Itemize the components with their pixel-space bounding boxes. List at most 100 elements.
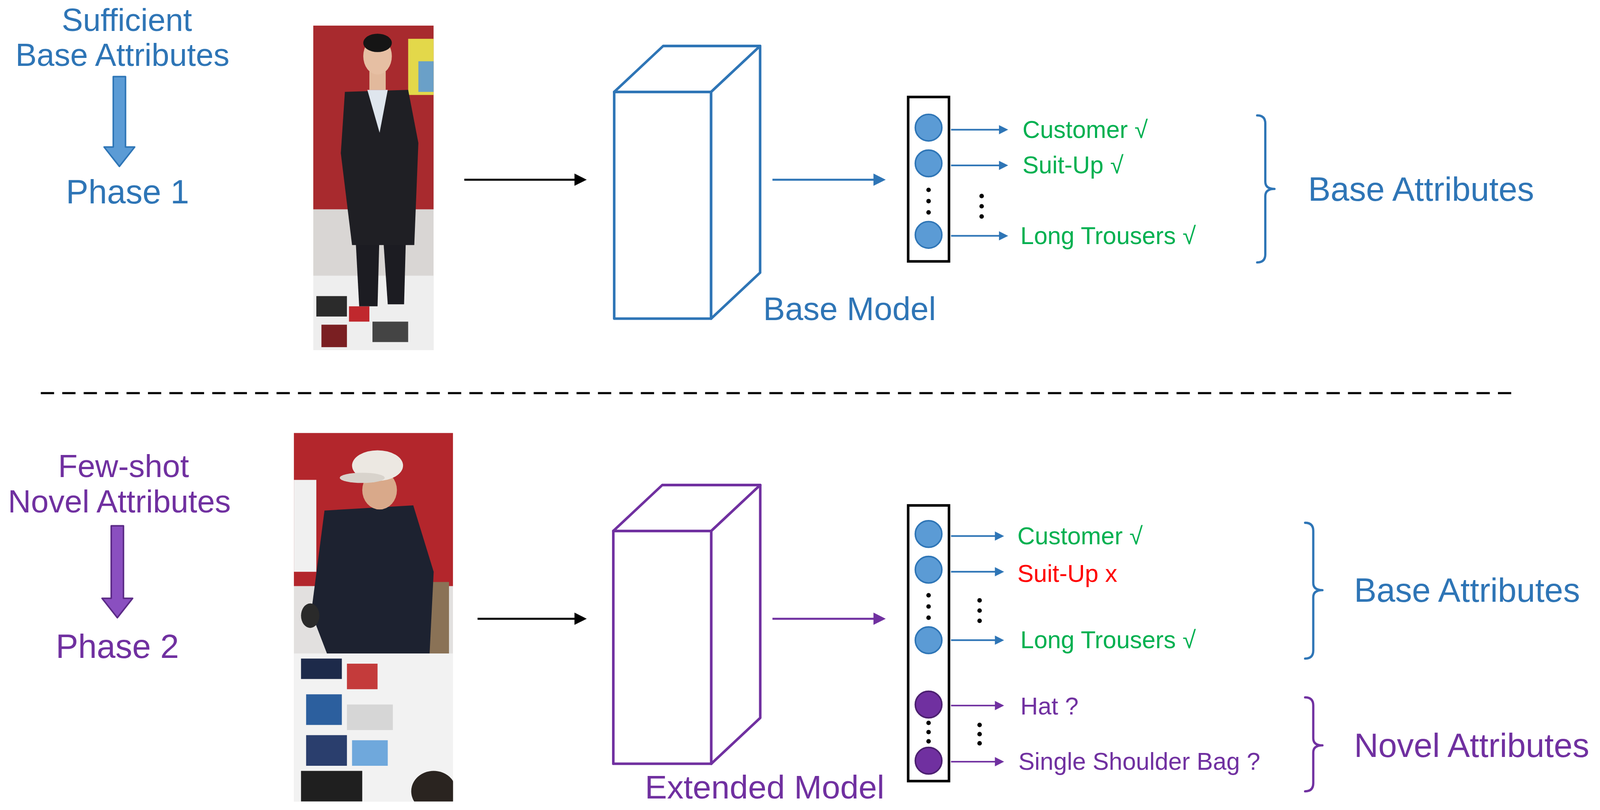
pedestrian-photo xyxy=(293,432,453,802)
attribute-label: Long Trousers √ xyxy=(1020,221,1196,250)
photo-item xyxy=(349,306,370,322)
ellipsis-dot xyxy=(979,203,984,209)
pedestrian-photo xyxy=(313,25,434,350)
model-side-face xyxy=(711,45,761,319)
ellipsis-dot xyxy=(977,597,982,603)
group-label: Base Attributes xyxy=(1308,169,1535,209)
photo-panel xyxy=(293,479,317,572)
output-arrow-head xyxy=(995,566,1005,577)
ellipsis-dot xyxy=(979,193,984,198)
ellipsis-dot xyxy=(926,615,931,620)
flow-arrow-shaft xyxy=(477,617,576,620)
phase-arrow xyxy=(104,76,135,167)
photo-item xyxy=(306,734,347,766)
output-arrow-shaft xyxy=(950,535,996,537)
phase-label: Phase 1 xyxy=(65,172,190,211)
photo-cap-brim xyxy=(339,472,385,483)
output-arrow-shaft xyxy=(950,235,1000,237)
model-outline xyxy=(613,484,887,805)
photo-ground xyxy=(313,25,434,350)
ellipsis-dot xyxy=(977,731,982,736)
group-bracket xyxy=(1305,522,1323,658)
output-vector xyxy=(908,505,949,781)
phase-heading: Few-shot Novel Attributes xyxy=(6,448,233,519)
ellipsis-dot xyxy=(926,187,931,192)
attribute-label: Hat ? xyxy=(1020,691,1079,720)
ellipsis-dot xyxy=(979,213,984,219)
group-bracket xyxy=(1305,696,1323,791)
output-arrow-shaft xyxy=(950,638,996,641)
output-unit xyxy=(915,746,942,774)
ellipsis-dot xyxy=(926,198,931,204)
output-arrow-head xyxy=(999,160,1009,171)
output-arrow-shaft xyxy=(950,164,1000,167)
output-arrow-head xyxy=(999,231,1009,241)
output-unit xyxy=(915,626,942,654)
group-bracket xyxy=(1257,115,1275,263)
figure-group xyxy=(40,25,1518,810)
flow-arrow-head xyxy=(574,612,587,625)
output-vector xyxy=(908,96,949,262)
phase-heading: Sufficient Base Attributes xyxy=(14,2,232,73)
output-arrow-head xyxy=(995,756,1005,766)
output-unit xyxy=(915,114,942,141)
attribute-label: Customer √ xyxy=(1022,115,1148,144)
photo-bag xyxy=(408,38,434,96)
output-unit xyxy=(915,149,942,177)
separator-line xyxy=(40,391,1518,395)
output-arrow-head xyxy=(995,700,1005,710)
photo-item xyxy=(300,770,363,802)
output-arrow-head xyxy=(995,531,1005,541)
output-unit xyxy=(915,520,942,548)
ellipsis-dot xyxy=(926,604,931,609)
ellipsis-dot xyxy=(977,740,982,745)
photo-bag xyxy=(418,61,434,92)
photo-ground xyxy=(293,432,453,802)
attribute-label: Customer √ xyxy=(1017,521,1143,550)
ellipsis-dot xyxy=(977,618,982,623)
flow-arrow-shaft xyxy=(464,178,576,181)
flow-arrow-head xyxy=(873,173,886,187)
flow-arrow-head xyxy=(574,173,587,187)
attribute-label: Single Shoulder Bag ? xyxy=(1018,747,1261,776)
flow-arrow-shaft xyxy=(772,617,875,620)
model-label: Base Model xyxy=(763,291,936,327)
model-side-face xyxy=(711,484,761,764)
ellipsis-dot xyxy=(977,608,982,613)
output-unit xyxy=(915,556,942,583)
ellipsis-dot xyxy=(977,722,982,727)
flow-arrow-shaft xyxy=(772,178,875,181)
photo-item xyxy=(306,693,343,725)
ellipsis-dot xyxy=(926,209,931,215)
model-box: Extended Model xyxy=(613,484,887,805)
photo-item xyxy=(346,663,378,689)
photo-item xyxy=(316,296,347,317)
photo-hand xyxy=(300,603,320,628)
photo-suit xyxy=(340,89,419,245)
output-arrow-shaft xyxy=(950,704,996,707)
output-arrow-head xyxy=(999,125,1009,135)
ellipsis-dot xyxy=(926,738,931,743)
photo-other-head xyxy=(411,770,454,802)
photo-item xyxy=(300,658,342,679)
photo-hair xyxy=(363,33,392,53)
photo-jacket xyxy=(311,505,434,679)
attribute-label: Suit-Up x xyxy=(1017,559,1118,588)
flow-arrow-head xyxy=(873,612,886,625)
ellipsis-dot xyxy=(926,592,931,597)
output-arrow-shaft xyxy=(950,128,1000,131)
phase-label: Phase 2 xyxy=(55,626,179,666)
photo-item xyxy=(372,321,409,342)
phase-arrow xyxy=(102,525,133,618)
ellipsis-dot xyxy=(926,729,931,734)
model-label: Extended Model xyxy=(644,769,885,805)
output-arrow-head xyxy=(995,635,1005,645)
ellipsis-dot xyxy=(926,720,931,725)
photo-item xyxy=(352,739,388,766)
group-label: Novel Attributes xyxy=(1353,725,1589,764)
model-outline xyxy=(614,45,938,327)
output-unit xyxy=(915,690,942,718)
model-front-face xyxy=(613,530,712,764)
